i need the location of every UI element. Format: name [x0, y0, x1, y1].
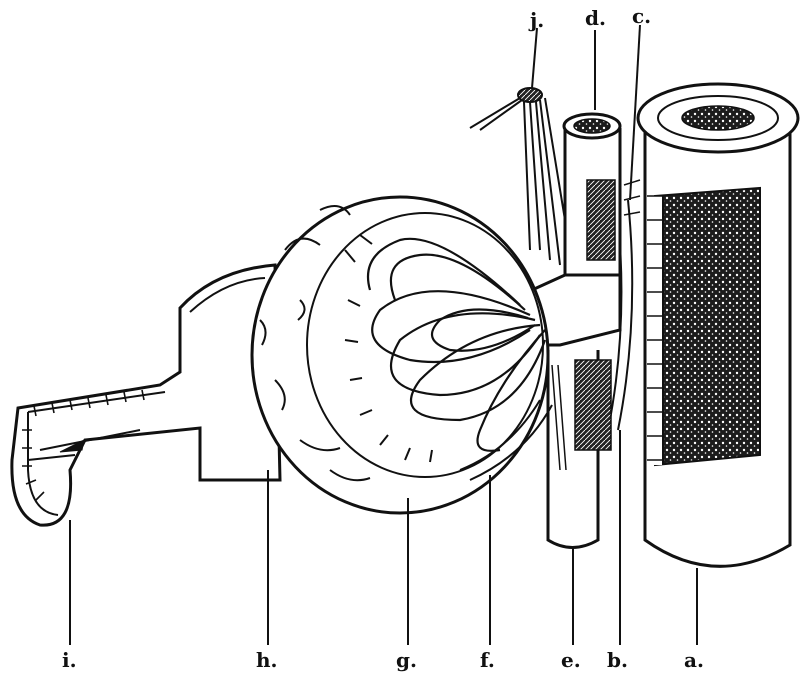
lower-vessel-e: [548, 350, 611, 548]
label-e: e.: [561, 650, 581, 670]
label-d: d.: [585, 8, 606, 28]
large-tube-a: [638, 84, 798, 566]
label-c: c.: [632, 6, 651, 26]
label-f: f.: [480, 650, 495, 670]
label-b: b.: [607, 650, 628, 670]
label-j: j.: [530, 10, 544, 30]
label-h: h.: [256, 650, 278, 670]
label-a: a.: [684, 650, 704, 670]
glomerular-capsule-g: [252, 197, 548, 513]
label-i: i.: [62, 650, 77, 670]
label-g: g.: [396, 650, 417, 670]
tubule-outflow: [12, 265, 280, 525]
